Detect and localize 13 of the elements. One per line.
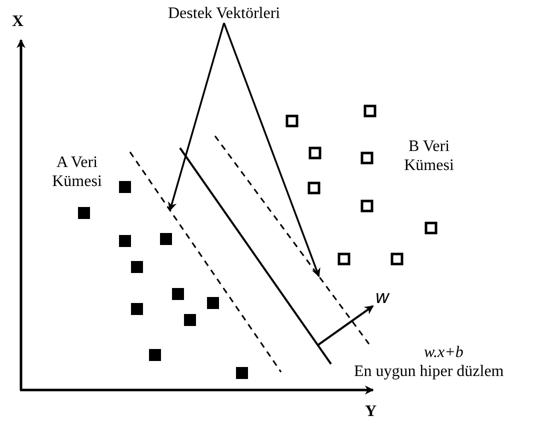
axis-label: Y (365, 402, 377, 421)
margin-dashed-line (129, 152, 282, 372)
margin-dashed-line (214, 136, 370, 344)
equation-label: w.x+b (424, 343, 464, 362)
leader-arrow (223, 22, 320, 278)
class-label: A Veri Kümesi (51, 153, 103, 191)
callout-label: Destek Vektörleri (168, 4, 280, 23)
class-label: B Veri Kümesi (403, 137, 455, 175)
leader-arrow (168, 22, 225, 212)
vector-label: w (375, 288, 390, 307)
axis-label: X (12, 12, 24, 31)
hyperplane-label: En uygun hiper düzlem (354, 362, 504, 381)
hyperplane-line (179, 147, 332, 365)
